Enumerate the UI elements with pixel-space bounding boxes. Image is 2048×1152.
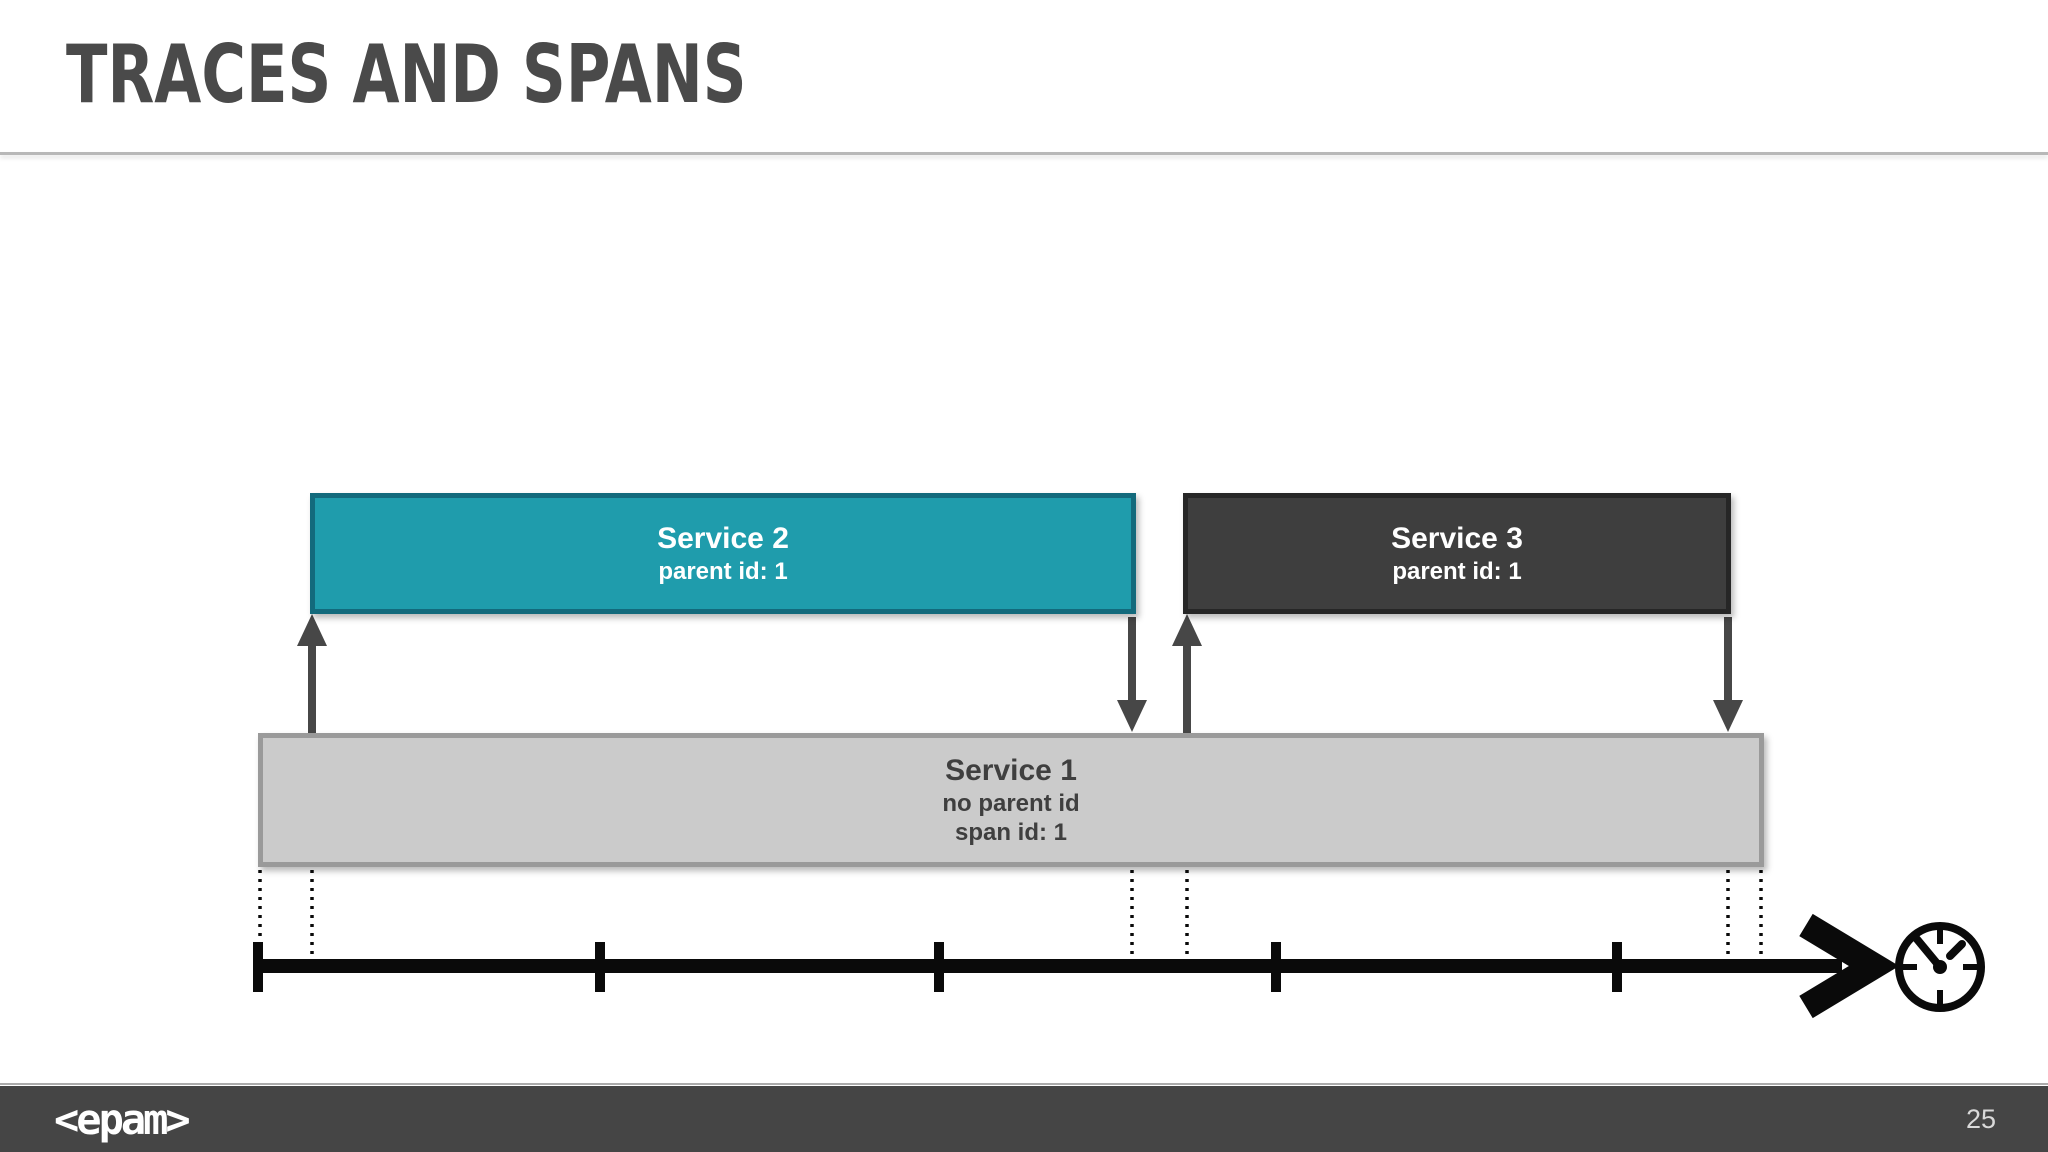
- response-arrow-service2: [1117, 617, 1147, 732]
- footer-divider: [0, 1083, 2048, 1085]
- request-arrow-service3: [1172, 614, 1202, 733]
- time-axis: [253, 913, 1900, 1019]
- projection-dotted-lines: [258, 870, 1763, 956]
- header-divider: [0, 152, 2048, 155]
- service1-no-parent-id: no parent id: [942, 790, 1080, 817]
- service3-parent-id: parent id: 1: [1392, 558, 1522, 585]
- request-arrow-service2: [297, 614, 327, 733]
- clock-icon: [1895, 922, 1985, 1012]
- time-axis-arrowhead: [1799, 913, 1900, 1019]
- service2-parent-id: parent id: 1: [658, 558, 788, 585]
- span-box-service3: Service 3 parent id: 1: [1183, 493, 1731, 614]
- time-axis-ticks: [253, 942, 1622, 992]
- service2-title: Service 2: [657, 522, 789, 555]
- response-arrow-service3: [1713, 617, 1743, 732]
- service3-title: Service 3: [1391, 522, 1523, 555]
- span-box-service1: Service 1 no parent id span id: 1: [258, 733, 1764, 867]
- span-box-service2: Service 2 parent id: 1: [310, 493, 1136, 614]
- page-title: TRACES AND SPANS: [66, 28, 747, 121]
- service1-title: Service 1: [945, 754, 1077, 787]
- footer-bar: <epam> 25: [0, 1086, 2048, 1152]
- page-number: 25: [1965, 1103, 1996, 1134]
- epam-logo: <epam>: [54, 1094, 191, 1144]
- service1-span-id: span id: 1: [954, 819, 1068, 846]
